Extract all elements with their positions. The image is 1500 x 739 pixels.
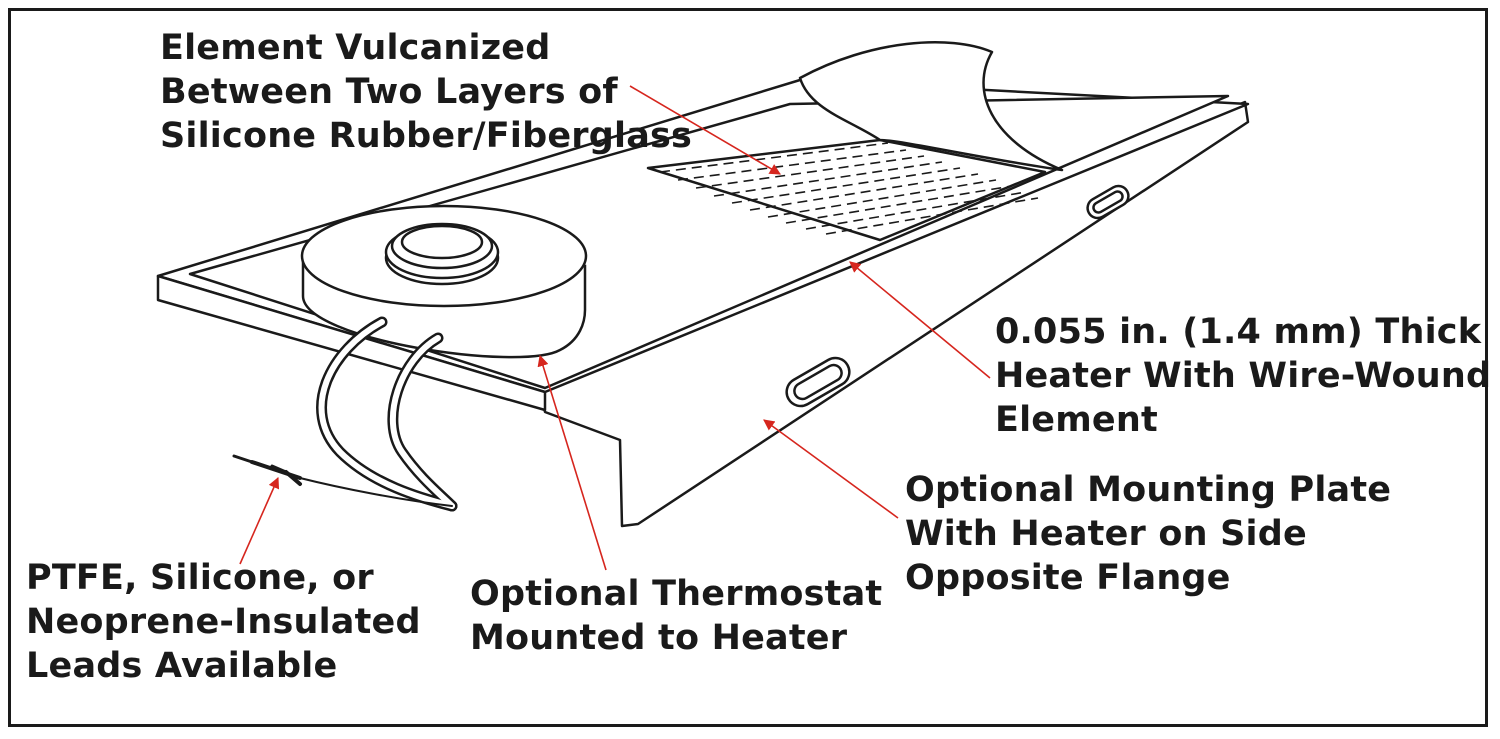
callout-line: Optional Thermostat	[470, 574, 883, 614]
mounting-slot-near	[785, 356, 851, 408]
callout-line: Mounted to Heater	[470, 618, 848, 658]
callout-line: Heater With Wire-Wound	[995, 356, 1492, 396]
callout-line: Silicone Rubber/Fiberglass	[160, 116, 693, 156]
exposed-element-region	[646, 138, 1047, 242]
callout-leads: PTFE, Silicone, or Neoprene-Insulated Le…	[26, 556, 421, 688]
callout-thermostat: Optional Thermostat Mounted to Heater	[470, 572, 882, 660]
callout-line: Element Vulcanized	[160, 28, 551, 68]
peeled-silicone-layer	[798, 41, 1064, 172]
callout-line: Neoprene-Insulated	[26, 602, 421, 642]
callout-line: 0.055 in. (1.4 mm) Thick	[995, 312, 1482, 352]
leader-mounting-plate	[763, 419, 899, 519]
callout-line: Optional Mounting Plate	[905, 470, 1392, 510]
leader-thickness	[849, 261, 991, 379]
callout-vulcanized: Element Vulcanized Between Two Layers of…	[160, 26, 692, 158]
leader-leads	[239, 476, 280, 565]
callout-mounting-plate: Optional Mounting Plate With Heater on S…	[905, 468, 1391, 600]
callout-thickness: 0.055 in. (1.4 mm) Thick Heater With Wir…	[995, 310, 1491, 442]
callout-line: Opposite Flange	[905, 558, 1231, 598]
leader-thermostat	[537, 354, 607, 571]
mounting-slot-far	[1086, 184, 1130, 220]
leader-vulcanized	[629, 85, 781, 175]
wire-wound-element-lines	[659, 142, 1039, 235]
callout-line: Element	[995, 400, 1158, 440]
callout-line: Between Two Layers of	[160, 72, 618, 112]
lead-wire-ends	[232, 454, 453, 507]
callout-line: With Heater on Side	[905, 514, 1307, 554]
callout-line: Leads Available	[26, 646, 338, 686]
callout-line: PTFE, Silicone, or	[26, 558, 374, 598]
